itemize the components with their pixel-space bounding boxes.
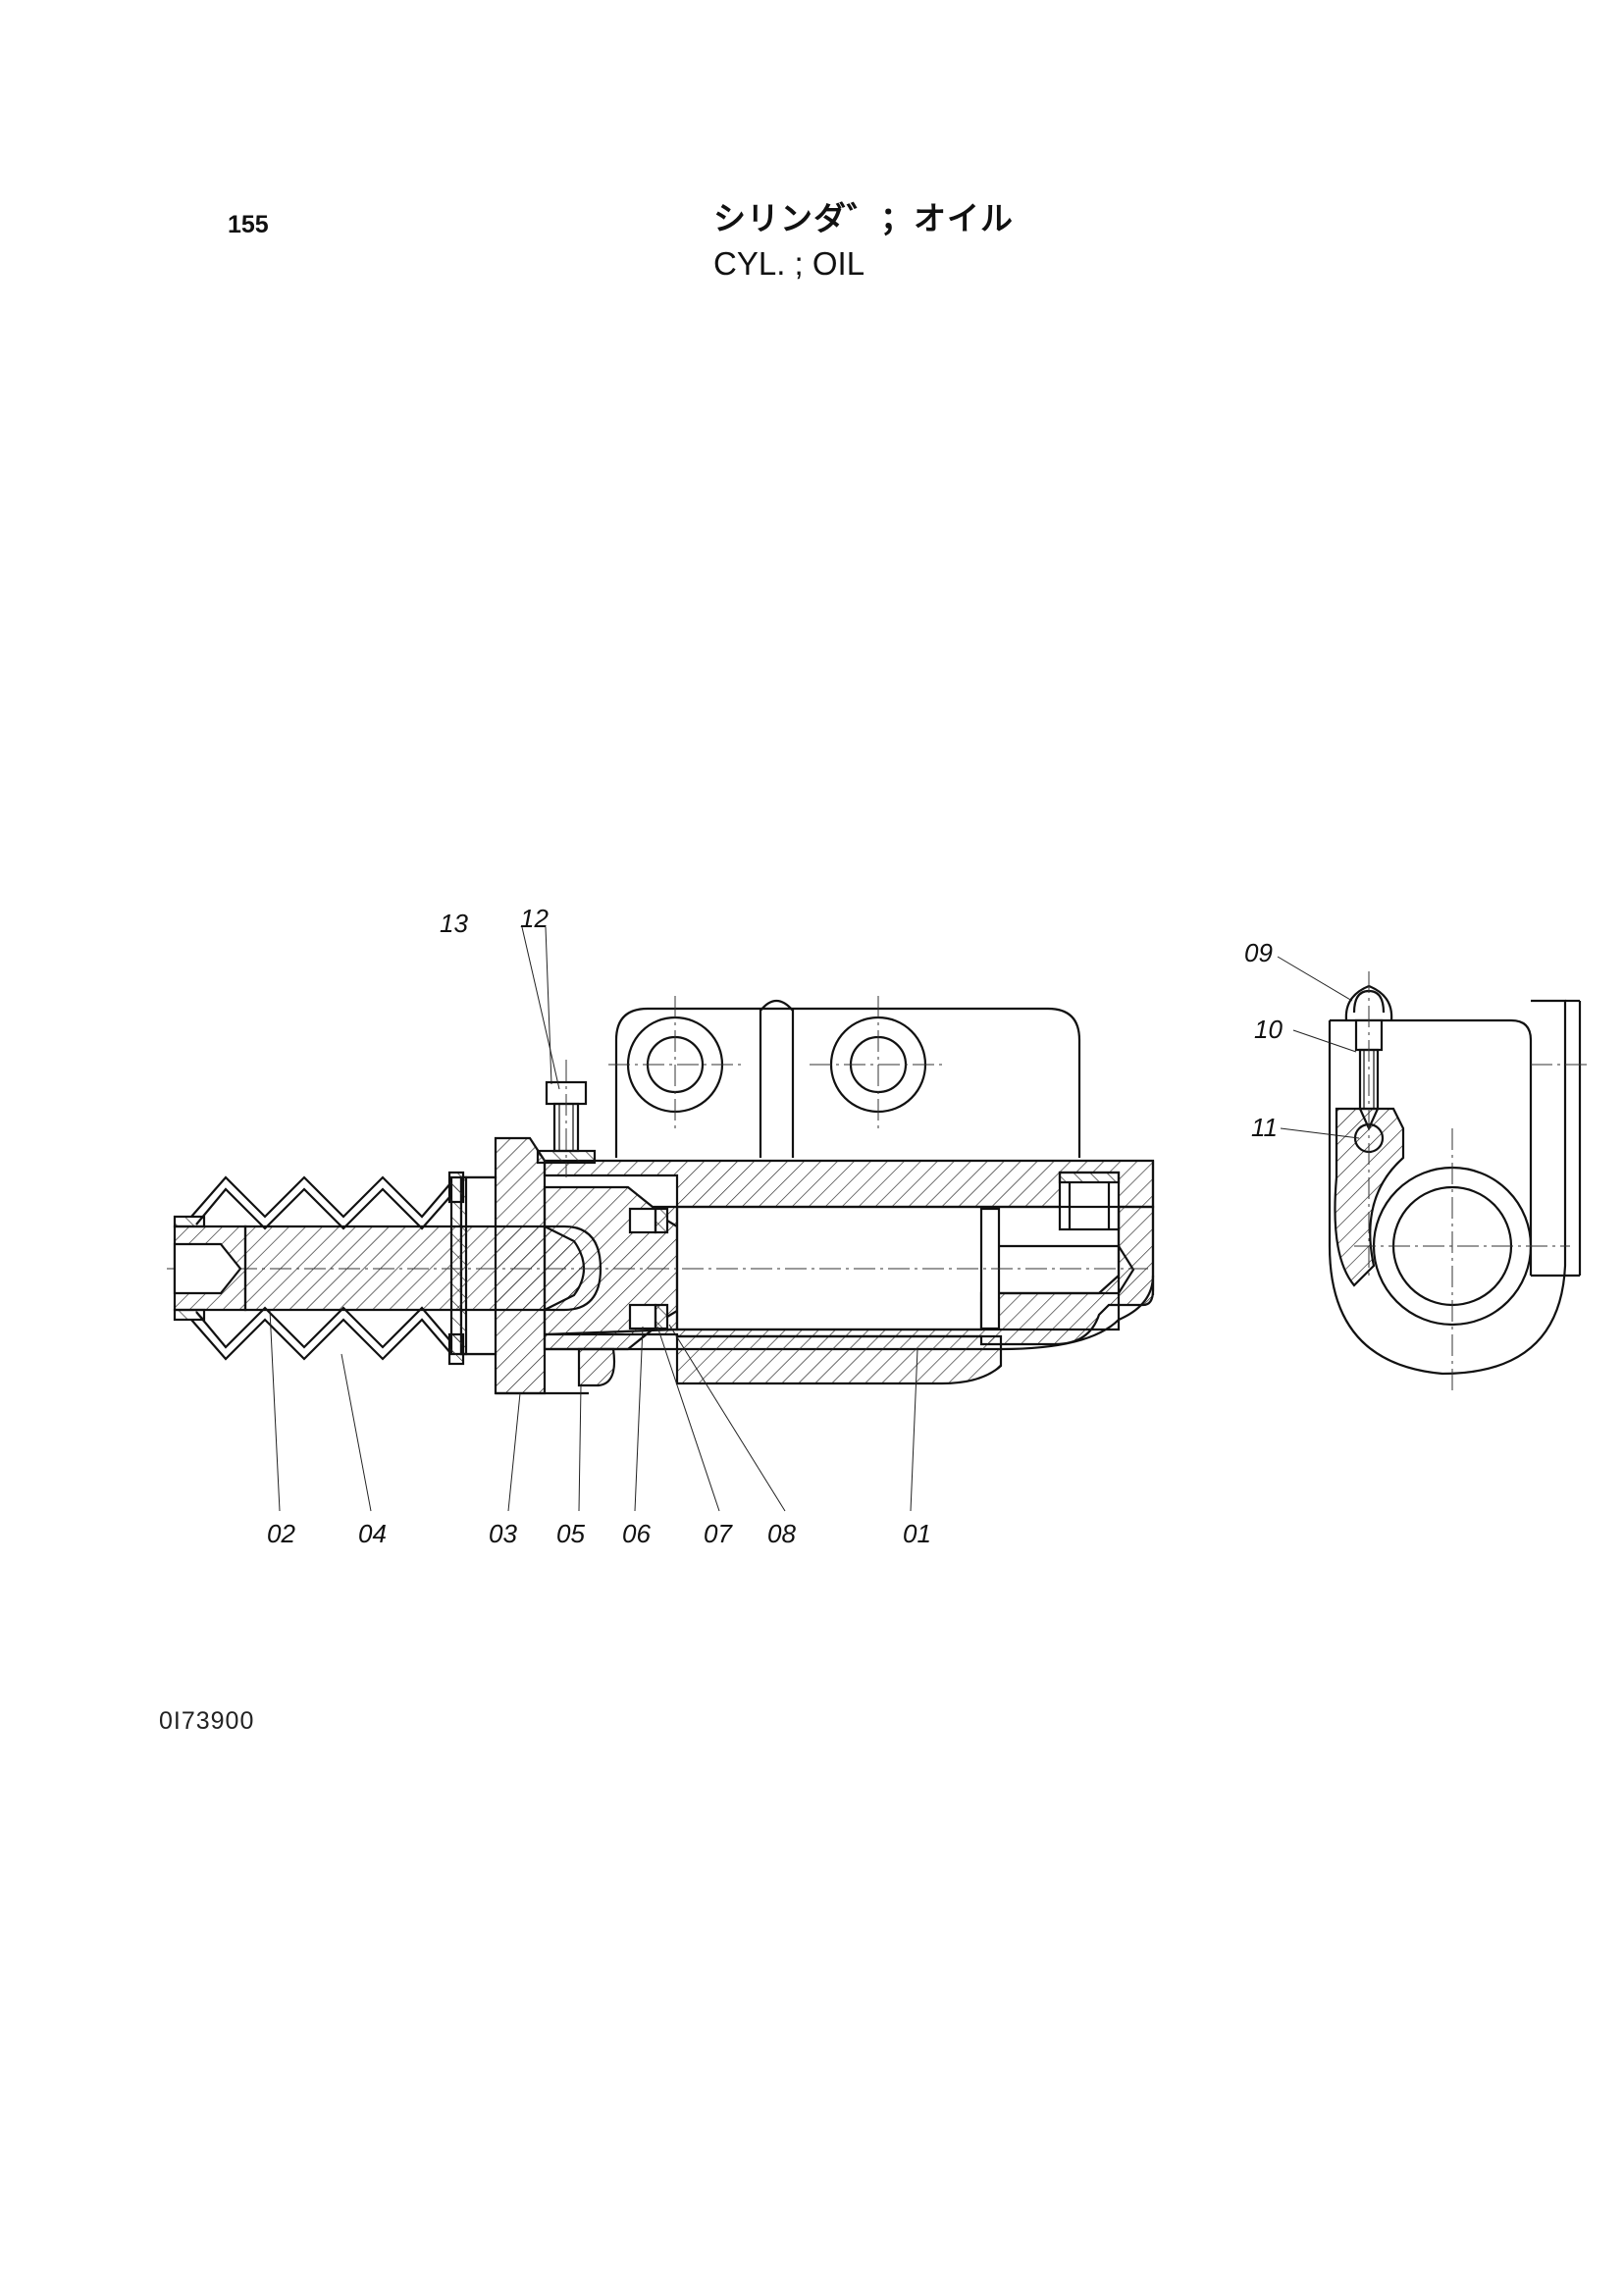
bleeder-bolt — [536, 1060, 597, 1177]
callout-10: 10 — [1254, 1015, 1283, 1044]
bleeder-screw — [1344, 971, 1393, 1276]
callout-12: 12 — [520, 904, 549, 933]
callout-01: 01 — [903, 1519, 931, 1548]
clevis — [173, 1215, 247, 1322]
cylinder-section-drawing — [167, 926, 1155, 1512]
push-rod — [167, 1225, 1148, 1312]
callout-07: 07 — [704, 1519, 733, 1548]
dust-boot — [190, 1171, 465, 1366]
callout-09: 09 — [1244, 938, 1273, 967]
title-japanese: シリンダ゛；オイル — [713, 199, 1014, 237]
page-number: 155 — [228, 211, 269, 238]
drawing-code: 0I73900 — [159, 1707, 255, 1735]
callout-03: 03 — [489, 1519, 517, 1548]
callout-04: 04 — [358, 1519, 387, 1548]
cylinder-end-view-drawing — [1277, 956, 1590, 1393]
callout-08: 08 — [767, 1519, 796, 1548]
callout-13: 13 — [440, 909, 468, 938]
callout-11: 11 — [1251, 1113, 1278, 1142]
callout-05: 05 — [556, 1519, 585, 1548]
callout-06: 06 — [622, 1519, 651, 1548]
callout-02: 02 — [267, 1519, 295, 1548]
title-english: CYL. ; OIL — [713, 245, 865, 282]
mounting-bracket — [608, 996, 1081, 1158]
